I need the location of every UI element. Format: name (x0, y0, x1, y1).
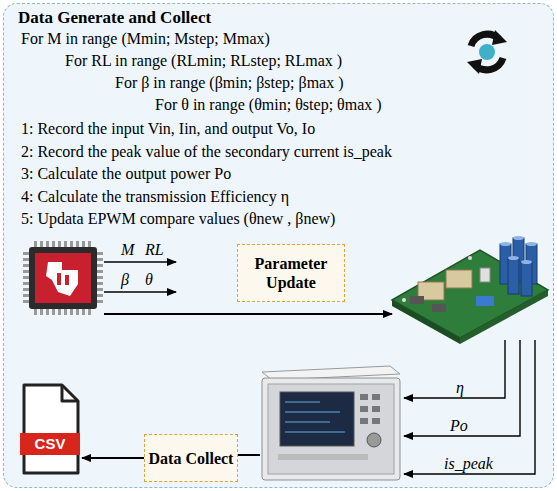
signal-name: β (121, 270, 129, 290)
drawing-part (372, 418, 380, 424)
pseudocode-line: For θ in range (θmin; θstep; θmax ) (155, 95, 382, 115)
drawing-part (402, 298, 406, 302)
signal-name: θ (145, 270, 153, 290)
signal-name: Po (450, 416, 468, 436)
drawing-part (467, 59, 482, 74)
drawing-part (29, 247, 97, 309)
drawing-part (521, 260, 532, 264)
drawing-part (280, 392, 354, 446)
drawing-part (23, 252, 29, 306)
drawing-part (392, 300, 460, 344)
drawing-part (508, 256, 519, 260)
process-box: Data Collect (144, 434, 238, 482)
pseudocode-line: 3: Calculate the output power Po (21, 164, 231, 184)
pseudocode-line: 2: Record the peak value of the secondar… (21, 142, 392, 162)
drawing-part (432, 304, 446, 312)
drawing-part (285, 432, 345, 433)
drawing-part (479, 44, 495, 60)
drawing-part (278, 454, 368, 460)
arrow (404, 340, 535, 474)
drawing-part (410, 296, 424, 304)
drawing-part (460, 290, 548, 344)
connector-arrow (82, 457, 144, 459)
drawing-part (526, 242, 537, 246)
panel: Data Generate and CollectParameter Updat… (3, 3, 554, 488)
drawing-part (262, 378, 400, 480)
drawing-part (35, 253, 91, 303)
pseudocode-line: 5: Updata EPWM compare values (θnew , βn… (21, 209, 335, 229)
arrow (404, 340, 505, 398)
drawing-part (57, 273, 61, 285)
drawing-part (492, 30, 507, 45)
drawing-part (97, 252, 103, 306)
arrow (104, 313, 392, 315)
drawing-part (24, 385, 78, 473)
signal-name: η (456, 378, 464, 398)
panel-ground (3, 3, 554, 488)
drawing-part (360, 394, 380, 424)
signal-name: is_peak (444, 454, 493, 474)
drawing-part (46, 262, 78, 296)
drawing-part (285, 412, 340, 413)
pseudocode-line: For β in range (βmin; βstep; βmax ) (115, 73, 344, 93)
drawing-part (500, 236, 537, 264)
pseudocode-line: 4: Calculate the transmission Efficiency… (21, 187, 289, 207)
drawing-part (285, 402, 345, 432)
microcontroller-chip (26, 244, 100, 312)
drawing-part (360, 406, 368, 412)
drawing-part (360, 394, 368, 400)
csv-file-icon: CSV (18, 383, 82, 477)
signal-name: M (121, 240, 134, 260)
drawing-part (360, 418, 368, 424)
drawing-part (285, 402, 320, 403)
pseudocode-line: 1: Record the input Vin, Iin, and output… (21, 119, 315, 139)
pseudocode-line: For M in range (Mmin; Mstep; Mmax) (21, 29, 270, 49)
cycle-icon (467, 30, 507, 74)
arrow (404, 340, 520, 436)
drawing-part (513, 236, 524, 240)
drawing-part (521, 262, 532, 296)
arrow (104, 291, 176, 292)
drawing-part (372, 406, 380, 412)
process-box: Parameter Update (237, 244, 345, 302)
drawing-part (372, 394, 380, 400)
drawing-part (367, 433, 381, 447)
power-analyzer (262, 366, 400, 480)
drawing-part (476, 296, 494, 306)
drawing-part (65, 275, 69, 285)
pseudocode-line: For RL in range (RLmin; RLstep; RLmax ) (65, 51, 342, 71)
drawing-part (392, 250, 548, 338)
drawing-part (34, 309, 92, 315)
signal-name: RL (145, 240, 164, 260)
document-shape (18, 383, 82, 477)
box-label: Parameter Update (241, 254, 341, 292)
drawing-part (268, 384, 394, 474)
drawing-part (446, 270, 472, 288)
file-type: CSV (18, 435, 82, 452)
drawing-part (468, 256, 472, 260)
drawing-part (500, 242, 511, 246)
box-label: Data Collect (149, 449, 234, 468)
panel-title: Data Generate and Collect (18, 8, 211, 28)
drawing-part (500, 238, 537, 296)
drawing-part (34, 241, 92, 247)
arrow (104, 261, 176, 262)
drawing-part (508, 258, 519, 294)
drawing-part (285, 422, 330, 423)
drawing-part (480, 268, 490, 282)
drawing-part (62, 385, 78, 401)
wpt-board (392, 236, 548, 344)
